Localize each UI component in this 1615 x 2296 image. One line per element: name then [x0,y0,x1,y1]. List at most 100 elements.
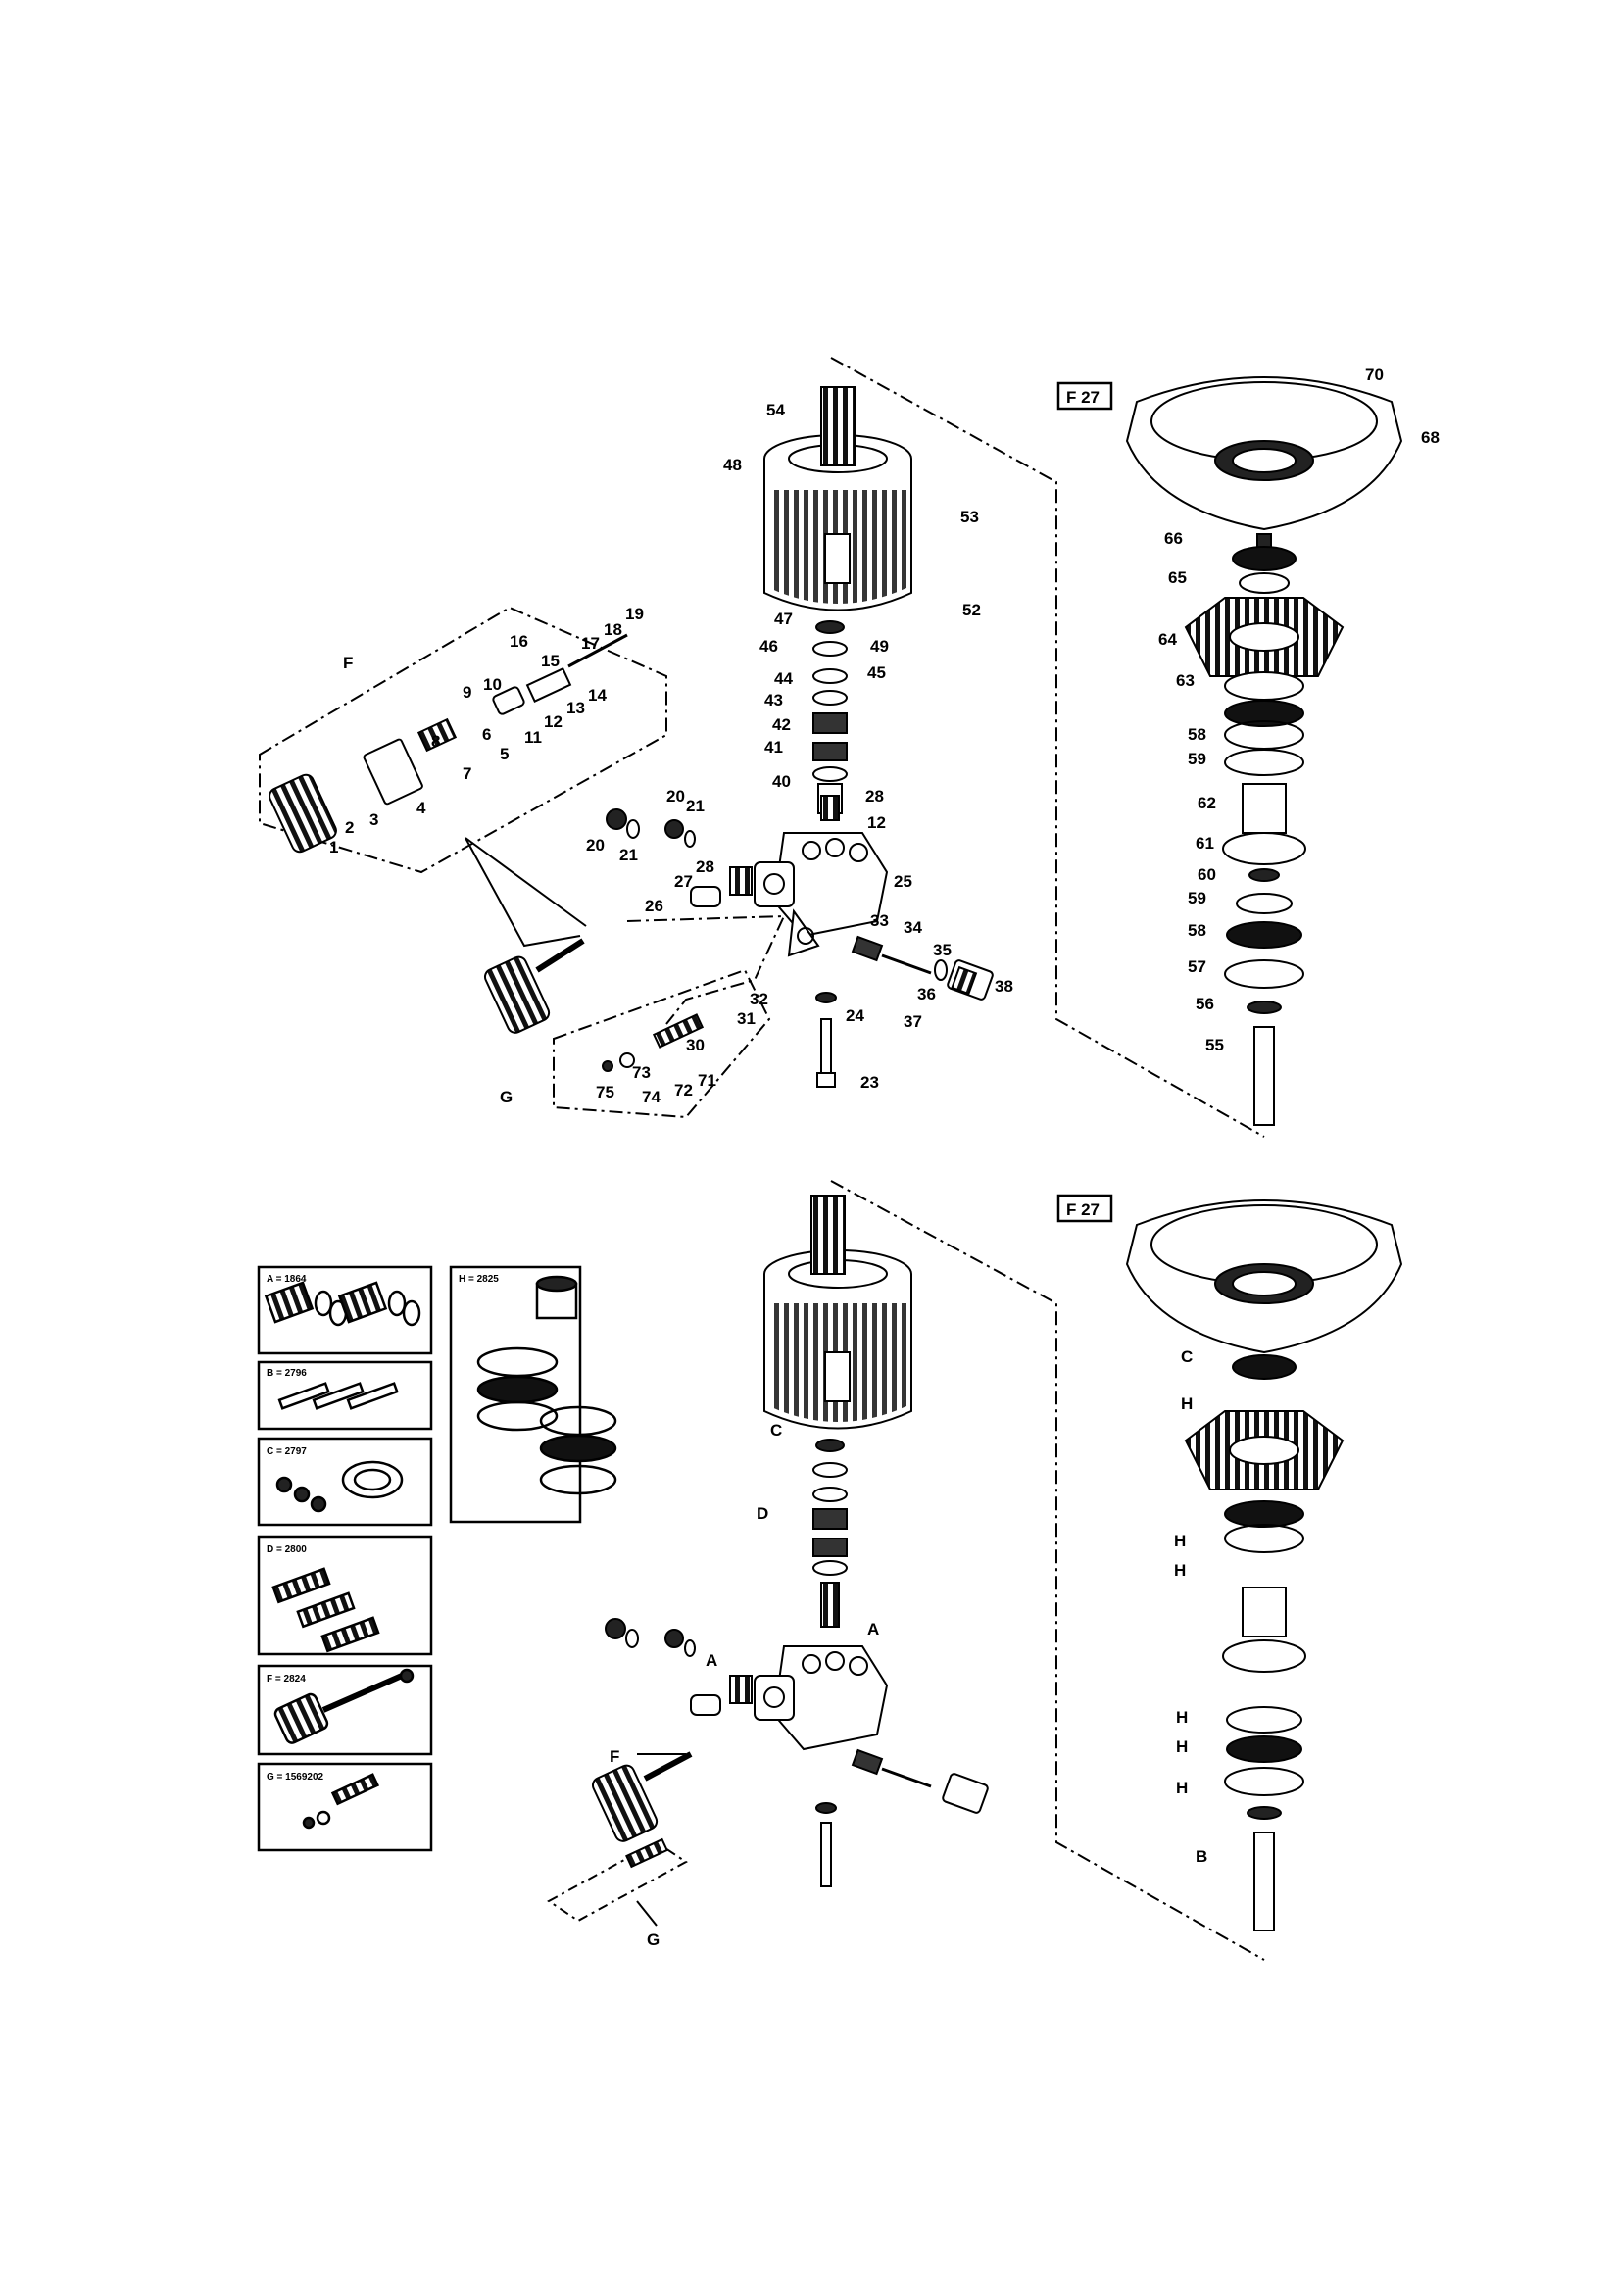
callout-66: 66 [1164,529,1183,548]
kit-title-a: A = 1864 [267,1274,307,1285]
lower-exploded-view [547,1180,1403,1961]
callout-28: 28 [865,787,884,806]
callout-1: 1 [329,838,338,856]
callout-24: 24 [846,1006,864,1025]
figure-tag-upper: F 27 [1066,388,1100,407]
callout-59: 59 [1188,750,1206,768]
kit-title-g: G = 1569202 [267,1772,324,1783]
seal-stack-upper [1125,376,1403,1126]
kit-callout-h: H [1176,1737,1188,1756]
callout-49: 49 [870,637,889,656]
callout-41: 41 [764,738,783,757]
callout-54: 54 [766,401,785,419]
group-label-g: G [500,1088,513,1106]
callout-65: 65 [1168,568,1187,587]
figure-tag-lower: F 27 [1066,1200,1100,1219]
callout-18: 18 [604,620,622,639]
kit-callout-a: A [867,1620,879,1638]
callout-7: 7 [463,764,471,783]
callout-5: 5 [500,745,509,763]
callout-16: 16 [510,632,528,651]
callout-9: 9 [463,683,471,702]
callout-28: 28 [696,857,714,876]
callout-13: 13 [566,699,585,717]
upper-exploded-view [259,357,1403,1138]
kit-callout-h: H [1176,1779,1188,1797]
callout-33: 33 [870,911,889,930]
callout-37: 37 [904,1012,922,1031]
callout-20: 20 [586,836,605,855]
callout-74: 74 [642,1088,661,1106]
kit-callout-h: H [1174,1532,1186,1550]
kit-callout-c: C [1181,1347,1193,1366]
callout-12: 12 [867,813,886,832]
callout-27: 27 [674,872,693,891]
callout-31: 31 [737,1009,756,1028]
motor-housing [763,434,912,611]
callout-43: 43 [764,691,783,709]
kit-callout-h: H [1174,1561,1186,1580]
callout-62: 62 [1198,794,1216,812]
callout-45: 45 [867,663,886,682]
callout-36: 36 [917,985,936,1003]
callout-38: 38 [995,977,1013,996]
callout-58: 58 [1188,921,1206,940]
spring [820,386,856,466]
callout-12: 12 [544,712,563,731]
callout-64: 64 [1158,630,1177,649]
pump-manifold [754,832,889,957]
callout-71: 71 [698,1071,716,1090]
callout-23: 23 [860,1073,879,1092]
callout-58: 58 [1188,725,1206,744]
group-label-f: F [343,654,353,672]
callout-57: 57 [1188,957,1206,976]
callout-68: 68 [1421,428,1440,447]
callout-21: 21 [619,846,638,864]
kit-title-h: H = 2825 [459,1274,499,1285]
callout-11: 11 [524,728,542,747]
callout-72: 72 [674,1081,693,1099]
kit-title-d: D = 2800 [267,1544,307,1555]
callout-17: 17 [581,634,600,653]
callout-10: 10 [483,675,502,694]
plunger-stack [812,620,848,821]
callout-3: 3 [369,810,378,829]
callout-52: 52 [962,601,981,619]
kit-title-f: F = 2824 [267,1674,306,1685]
kit-title-b: B = 2796 [267,1368,307,1379]
callout-15: 15 [541,652,560,670]
callout-48: 48 [723,456,742,474]
callout-32: 32 [750,990,768,1008]
callout-8: 8 [431,732,440,751]
callout-25: 25 [894,872,912,891]
callout-53: 53 [960,508,979,526]
callout-60: 60 [1198,865,1216,884]
callout-75: 75 [596,1083,614,1101]
callout-40: 40 [772,772,791,791]
callout-30: 30 [686,1036,705,1054]
callout-4: 4 [416,799,426,817]
callout-35: 35 [933,941,952,959]
callout-2: 2 [345,818,354,837]
kit-callout-h: H [1176,1708,1188,1727]
callout-34: 34 [904,918,922,937]
callout-63: 63 [1176,671,1195,690]
kit-callout-f: F [610,1747,619,1766]
callout-26: 26 [645,897,663,915]
callout-6: 6 [482,725,491,744]
kit-callout-b: B [1196,1847,1207,1866]
callout-20: 20 [666,787,685,806]
callout-46: 46 [759,637,778,656]
kit-callout-c: C [770,1421,782,1440]
callout-14: 14 [588,686,607,705]
callout-19: 19 [625,605,644,623]
kit-title-c: C = 2797 [267,1446,307,1457]
callout-55: 55 [1205,1036,1224,1054]
callout-73: 73 [632,1063,651,1082]
callout-61: 61 [1196,834,1214,853]
callout-59: 59 [1188,889,1206,907]
callout-42: 42 [772,715,791,734]
callout-70: 70 [1365,366,1384,384]
callout-44: 44 [774,669,793,688]
